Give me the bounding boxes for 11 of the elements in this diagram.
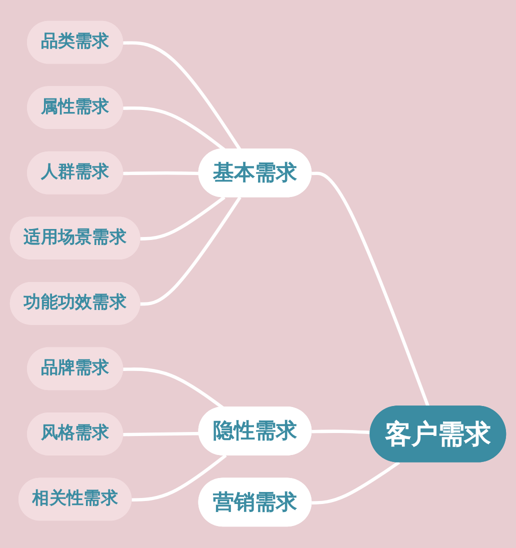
connector: [140, 196, 242, 306]
connector: [132, 454, 227, 502]
connector: [123, 106, 226, 152]
connector: [123, 41, 242, 151]
connector: [312, 430, 372, 434]
connector: [123, 432, 200, 437]
connector: [312, 172, 430, 408]
connector: [123, 172, 200, 176]
connector: [312, 461, 400, 505]
connector: [140, 196, 226, 241]
connector: [123, 368, 224, 410]
